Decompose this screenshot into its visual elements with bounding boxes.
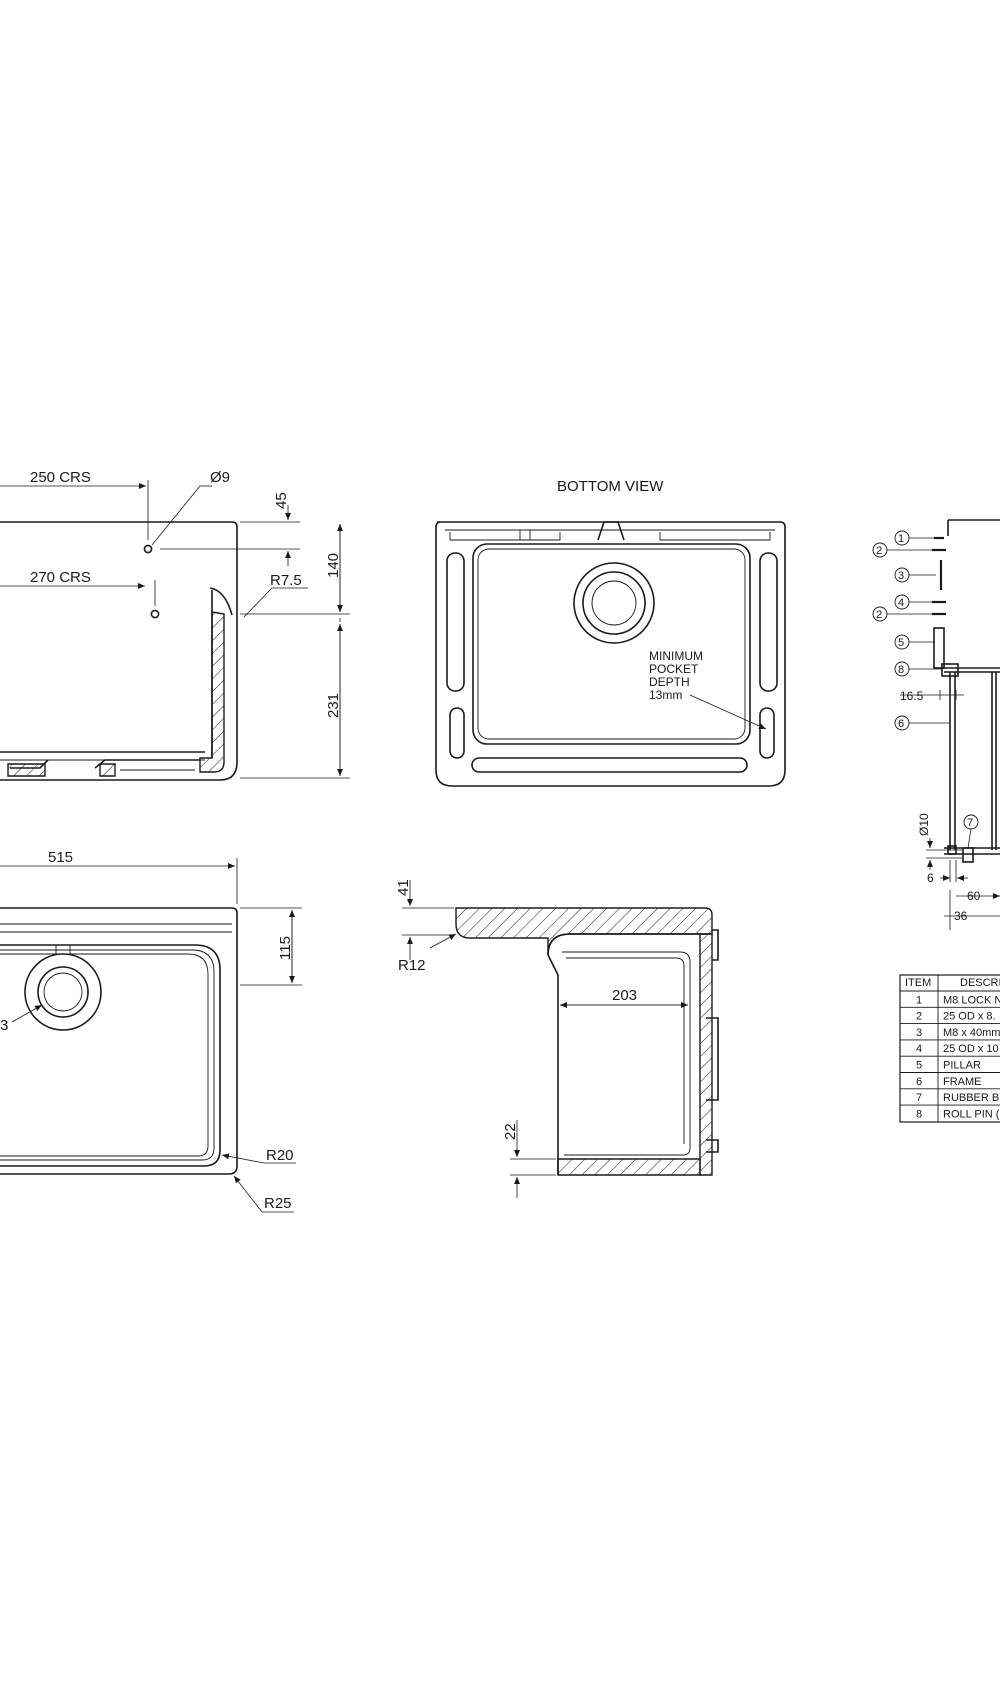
bottom-view: BOTTOM VIEW MINIMUM POCKET DEPTH 13mm xyxy=(435,478,786,787)
svg-text:4: 4 xyxy=(898,597,904,609)
balloon-8: 8 xyxy=(894,661,942,677)
svg-text:3: 3 xyxy=(898,570,904,582)
dim-203: 203 xyxy=(612,987,637,1004)
svg-text:7: 7 xyxy=(967,817,973,829)
dim-6: 6 xyxy=(927,871,934,885)
table-cell-description: RUBBER B xyxy=(943,1092,999,1104)
note-depth: DEPTH xyxy=(649,675,690,689)
table-cell-item: 4 xyxy=(916,1043,922,1055)
balloon-2a: 2 xyxy=(872,542,936,558)
balloon-2b: 2 xyxy=(872,606,936,622)
dim-r7-5: R7.5 xyxy=(270,572,302,589)
svg-text:6: 6 xyxy=(898,718,904,730)
svg-text:2: 2 xyxy=(876,609,882,621)
dim-36: 36 xyxy=(954,909,968,923)
dim-r12: R12 xyxy=(398,957,426,974)
table-cell-item: 2 xyxy=(916,1011,922,1023)
svg-text:2: 2 xyxy=(876,545,882,557)
dim-60: 60 xyxy=(967,889,981,903)
table-cell-item: 6 xyxy=(916,1076,922,1088)
front-view: 250 CRS 270 CRS Ø9 45 140 R7.5 231 xyxy=(0,469,350,781)
dim-3: 3 xyxy=(0,1017,8,1034)
table-header-item: ITEM xyxy=(905,977,931,989)
table-cell-description: PILLAR xyxy=(943,1060,981,1072)
table-cell-description: 25 OD x 8. xyxy=(943,1011,996,1023)
dim-41: 41 xyxy=(395,879,412,896)
table-cell-description: M8 LOCK N xyxy=(943,994,1000,1006)
note-minimum: MINIMUM xyxy=(649,649,703,663)
dim-dia9: Ø9 xyxy=(210,469,230,486)
table-cell-description: FRAME xyxy=(943,1076,982,1088)
balloon-4: 4 xyxy=(894,594,936,610)
balloon-1: 1 xyxy=(894,530,936,546)
dim-515: 515 xyxy=(48,849,73,866)
dim-r25: R25 xyxy=(264,1195,292,1212)
table-cell-item: 7 xyxy=(916,1092,922,1104)
dim-45: 45 xyxy=(273,492,290,509)
dim-22: 22 xyxy=(502,1123,519,1140)
plan-view: 515 115 3 R20 R25 xyxy=(0,849,302,1213)
note-pocket: POCKET xyxy=(649,662,699,676)
table-cell-description: 25 OD x 10 xyxy=(943,1043,999,1055)
svg-text:5: 5 xyxy=(898,637,904,649)
section-view: 41 R12 203 22 xyxy=(395,879,719,1198)
table-header-description: DESCRI xyxy=(960,977,1000,989)
dim-r20: R20 xyxy=(266,1147,294,1164)
bottom-view-title: BOTTOM VIEW xyxy=(557,478,664,495)
table-cell-description: ROLL PIN ( xyxy=(943,1108,1000,1120)
balloon-5: 5 xyxy=(894,634,934,650)
balloon-6: 6 xyxy=(894,715,950,731)
table-cell-item: 1 xyxy=(916,994,922,1006)
dim-140: 140 xyxy=(325,553,342,578)
balloon-7: 7 xyxy=(963,814,979,849)
parts-table: 1 M8 LOCK N 2 25 OD x 8. 3 M8 x 40mm 4 25 OD x … xyxy=(899,974,1000,1123)
table-cell-item: 8 xyxy=(916,1108,922,1120)
balloon-3: 3 xyxy=(894,567,936,583)
table-cell-item: 3 xyxy=(916,1027,922,1039)
table-cell-description: M8 x 40mm xyxy=(943,1027,1000,1039)
svg-text:8: 8 xyxy=(898,664,904,676)
dim-270-crs: 270 CRS xyxy=(30,569,91,586)
svg-text:1: 1 xyxy=(898,533,904,545)
dim-16-5: 16.5 xyxy=(900,689,924,703)
dim-115: 115 xyxy=(277,936,294,960)
note-13mm: 13mm xyxy=(649,688,682,702)
assembly-view: 1 2 3 4 2 5 8 xyxy=(872,519,1000,930)
dim-250-crs: 250 CRS xyxy=(30,469,91,486)
dim-dia10: Ø10 xyxy=(917,813,931,836)
dim-231: 231 xyxy=(325,693,342,718)
table-cell-item: 5 xyxy=(916,1060,922,1072)
